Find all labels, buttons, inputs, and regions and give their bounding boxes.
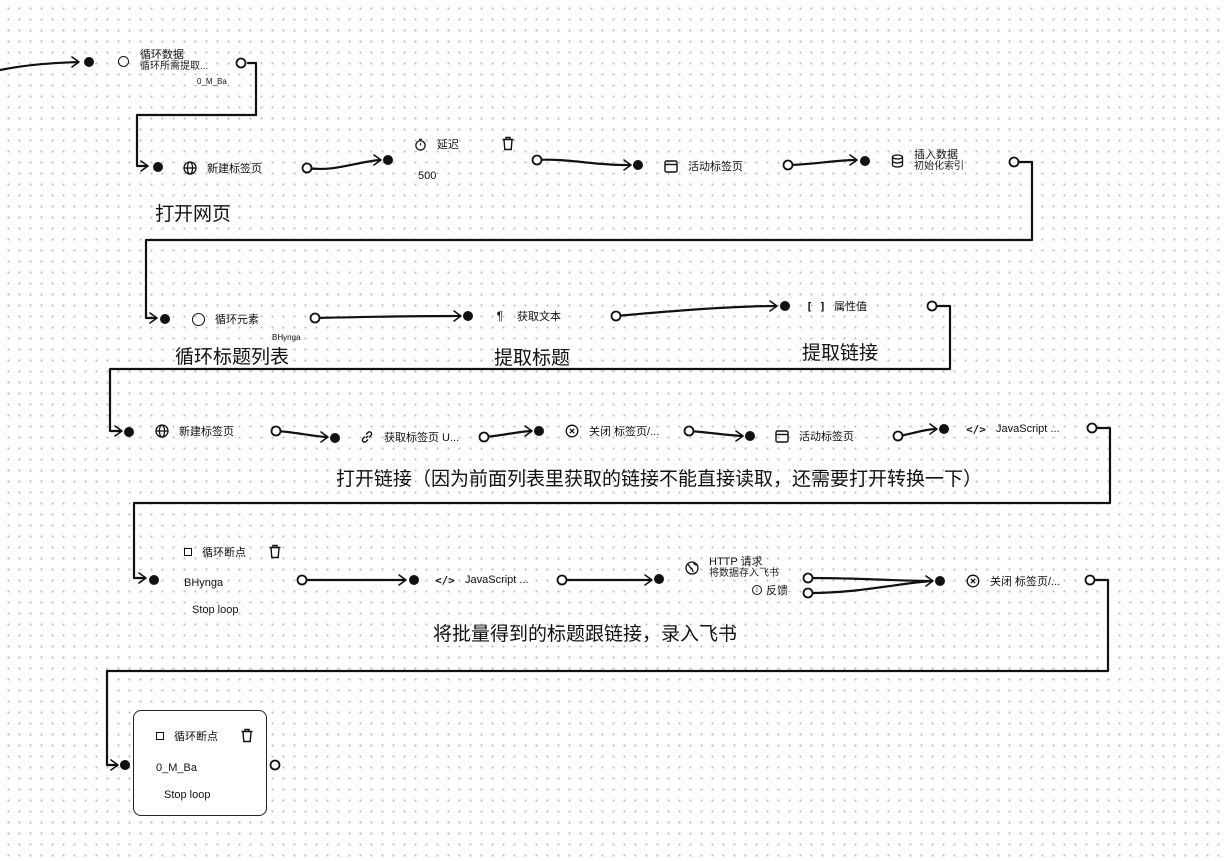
fallback-label: 反馈	[766, 585, 788, 597]
node-loop-breakpoint-selected[interactable]: 循环断点 0_M_Ba Stop loop	[133, 710, 267, 816]
http-fallback-port[interactable]: ! 反馈	[752, 582, 788, 598]
circle-icon	[115, 53, 131, 69]
annotation-loop-title-list: 循环标题列表	[175, 347, 290, 368]
node-title: 循环数据	[140, 49, 184, 61]
node-close-tab[interactable]: 关闭 标签页/...	[965, 570, 1060, 592]
node-label: 循环断点	[202, 547, 246, 559]
node-close-tab[interactable]: 关闭 标签页/...	[564, 420, 659, 442]
node-label: 循环元素	[215, 314, 259, 326]
trash-icon[interactable]	[501, 136, 515, 156]
browser-window-icon	[774, 428, 790, 444]
loop-status: Stop loop	[164, 789, 211, 801]
node-subtitle: 循环所需提取...	[140, 61, 209, 72]
node-new-tab[interactable]: 新建标签页	[182, 157, 262, 179]
square-icon	[180, 544, 196, 560]
database-icon	[889, 153, 905, 169]
globe-icon	[154, 423, 170, 439]
node-new-tab[interactable]: 新建标签页	[154, 420, 234, 442]
brackets-icon: [ ]	[806, 299, 826, 313]
node-loop-data[interactable]: 循环数据 循环所需提取...	[115, 49, 209, 72]
node-label: JavaScript ...	[996, 423, 1060, 435]
node-http-request[interactable]: HTTP 请求 将数据存入飞书	[684, 556, 779, 579]
code-icon: </>	[435, 573, 455, 587]
square-icon	[152, 728, 168, 744]
node-label: 活动标签页	[799, 431, 854, 443]
node-label: 关闭 标签页/...	[589, 426, 660, 438]
close-circle-icon	[965, 573, 981, 589]
node-label: 延迟	[437, 139, 459, 151]
loop-id: BHynga	[184, 577, 224, 589]
node-label: 新建标签页	[207, 163, 262, 175]
code-icon: </>	[966, 422, 986, 436]
node-label: JavaScript ...	[465, 574, 529, 586]
node-label: 获取文本	[517, 311, 561, 323]
node-subtitle: 将数据存入飞书	[709, 568, 779, 579]
node-label: 活动标签页	[688, 161, 743, 173]
node-header: 循环断点	[152, 725, 218, 747]
node-label: 关闭 标签页/...	[990, 576, 1061, 588]
node-label: 新建标签页	[179, 426, 234, 438]
timer-icon	[412, 136, 428, 152]
node-title: 插入数据	[914, 149, 958, 161]
link-icon	[359, 429, 375, 445]
node-loop-elements[interactable]: 循环元素	[190, 308, 259, 330]
node-label: 属性值	[834, 301, 867, 313]
trash-icon[interactable]	[268, 544, 282, 564]
circle-icon	[190, 311, 206, 327]
node-javascript[interactable]: </> JavaScript ...	[435, 569, 529, 591]
node-label: 获取标签页 U...	[384, 432, 460, 444]
loop-status: Stop loop	[192, 604, 239, 616]
delay-value: 500	[418, 170, 437, 182]
node-tag: BHynga	[272, 333, 301, 342]
info-icon: !	[752, 585, 762, 595]
paragraph-icon: ¶	[496, 309, 504, 323]
node-get-text[interactable]: ¶ 获取文本	[492, 305, 561, 327]
annotation-open-link-note: 打开链接（因为前面列表里获取的链接不能直接读取，还需要打开转换一下）	[336, 469, 983, 490]
annotation-open-page: 打开网页	[155, 204, 232, 225]
node-delay[interactable]: 延迟	[412, 133, 459, 155]
node-subtitle: 初始化索引	[914, 161, 964, 172]
browser-window-icon	[663, 158, 679, 174]
node-active-tab[interactable]: 活动标签页	[663, 155, 743, 177]
loop-id: 0_M_Ba	[156, 762, 197, 774]
close-circle-icon	[564, 423, 580, 439]
node-label: 循环断点	[174, 731, 218, 743]
trash-icon[interactable]	[240, 728, 254, 748]
globe-icon	[182, 160, 198, 176]
node-title: HTTP 请求	[709, 556, 763, 568]
node-insert-data[interactable]: 插入数据 初始化索引	[889, 149, 964, 172]
annotation-extract-link: 提取链接	[802, 343, 879, 364]
node-loop-breakpoint[interactable]: 循环断点	[180, 541, 246, 563]
node-attribute-value[interactable]: [ ] 属性值	[806, 295, 867, 317]
annotation-record-note: 将批量得到的标题跟链接，录入飞书	[433, 624, 738, 645]
node-active-tab[interactable]: 活动标签页	[774, 425, 854, 447]
node-tag: 0_M_Ba	[197, 77, 227, 86]
node-javascript[interactable]: </> JavaScript ...	[966, 418, 1060, 440]
node-get-tab-url[interactable]: 获取标签页 U...	[359, 426, 459, 448]
annotation-extract-title: 提取标题	[494, 348, 571, 369]
globe-icon	[684, 560, 700, 576]
